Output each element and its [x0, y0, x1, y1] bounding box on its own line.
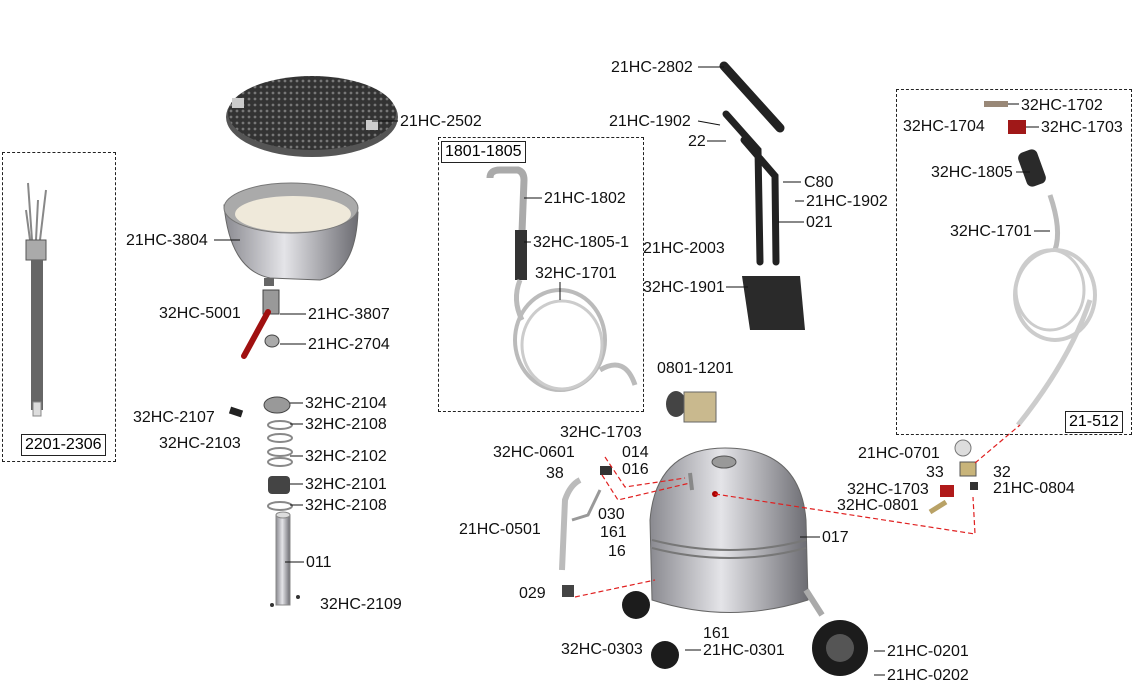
part-label: 32HC-5001 — [159, 305, 241, 322]
part-label: 21HC-2802 — [611, 59, 693, 76]
part-label: 21HC-0201 — [887, 643, 969, 660]
part-label: 22 — [688, 133, 706, 150]
part-label: 32HC-2108 — [305, 416, 387, 433]
hose-kit-21-512-group — [896, 89, 1132, 435]
tank-part — [559, 447, 868, 676]
part-label: 32HC-1901 — [643, 279, 725, 296]
part-label: 21HC-1902 — [806, 193, 888, 210]
part-label: 32HC-2104 — [305, 395, 387, 412]
part-label: 011 — [306, 554, 332, 571]
gauge-0801-part — [666, 391, 717, 423]
part-label: 32HC-1701 — [535, 265, 617, 282]
part-label: 014 — [622, 444, 649, 461]
group-tag-2201-2306: 2201-2306 — [21, 434, 106, 456]
group-tag-21-512: 21-512 — [1065, 411, 1123, 433]
part-label: 21HC-2502 — [400, 113, 482, 130]
part-label: 21HC-0202 — [887, 667, 969, 684]
part-label: 32HC-2108 — [305, 497, 387, 514]
part-label: 161 — [703, 625, 730, 642]
part-label: 32HC-1703 — [1041, 119, 1123, 136]
probe-kit-group — [2, 152, 116, 462]
part-label: C80 — [804, 174, 834, 191]
part-label: 32HC-0601 — [493, 444, 575, 461]
drain-pan-part — [223, 182, 359, 286]
part-label: 32HC-2101 — [305, 476, 387, 493]
part-label: 32HC-2107 — [133, 409, 215, 426]
pump-column-parts — [228, 396, 300, 607]
part-label: 21HC-0501 — [459, 521, 541, 538]
part-label: 016 — [622, 461, 649, 478]
part-label: 021 — [806, 214, 833, 231]
part-label: 32 — [993, 464, 1011, 481]
hose-kit-group — [438, 137, 644, 412]
part-label: 017 — [822, 529, 849, 546]
part-label: 21HC-0301 — [703, 642, 785, 659]
part-label: 21HC-2003 — [643, 240, 725, 257]
part-label: 32HC-1704 — [903, 118, 985, 135]
part-label: 161 — [600, 524, 627, 541]
part-label: 21HC-0701 — [858, 445, 940, 462]
hose-21-512-part — [928, 101, 1097, 515]
part-label: 21HC-2704 — [308, 336, 390, 353]
group-tag-1801-1805: 1801-1805 — [441, 141, 526, 163]
part-label: 030 — [598, 506, 625, 523]
part-label: 21HC-3807 — [308, 306, 390, 323]
part-label: 32HC-0801 — [837, 497, 919, 514]
part-label: 32HC-1805-1 — [533, 234, 630, 251]
probe-assembly-part — [25, 182, 47, 417]
hose-1801-part — [486, 166, 638, 392]
part-label: 32HC-1702 — [1021, 97, 1103, 114]
handle-frame-part — [719, 61, 805, 330]
part-label: 21HC-0804 — [993, 480, 1075, 497]
part-label: 32HC-2109 — [320, 596, 402, 613]
part-label: 32HC-2103 — [159, 435, 241, 452]
ball-valve-part — [241, 289, 280, 359]
part-label: 21HC-3804 — [126, 232, 208, 249]
part-label: 029 — [519, 585, 546, 602]
part-label: 21HC-1902 — [609, 113, 691, 130]
part-label: 33 — [926, 464, 944, 481]
part-label: 38 — [546, 465, 564, 482]
part-label: 16 — [608, 543, 626, 560]
part-label: 32HC-2102 — [305, 448, 387, 465]
filter-disc-part — [226, 76, 398, 157]
leader-lines — [214, 66, 1050, 676]
part-label: 21HC-1802 — [544, 190, 626, 207]
part-label: 32HC-1703 — [847, 481, 929, 498]
part-label: 32HC-1703 — [560, 424, 642, 441]
connection-lines — [574, 424, 1021, 598]
part-label: 32HC-0303 — [561, 641, 643, 658]
part-label: 0801-1201 — [657, 360, 734, 377]
part-label: 32HC-1701 — [950, 223, 1032, 240]
part-label: 32HC-1805 — [931, 164, 1013, 181]
